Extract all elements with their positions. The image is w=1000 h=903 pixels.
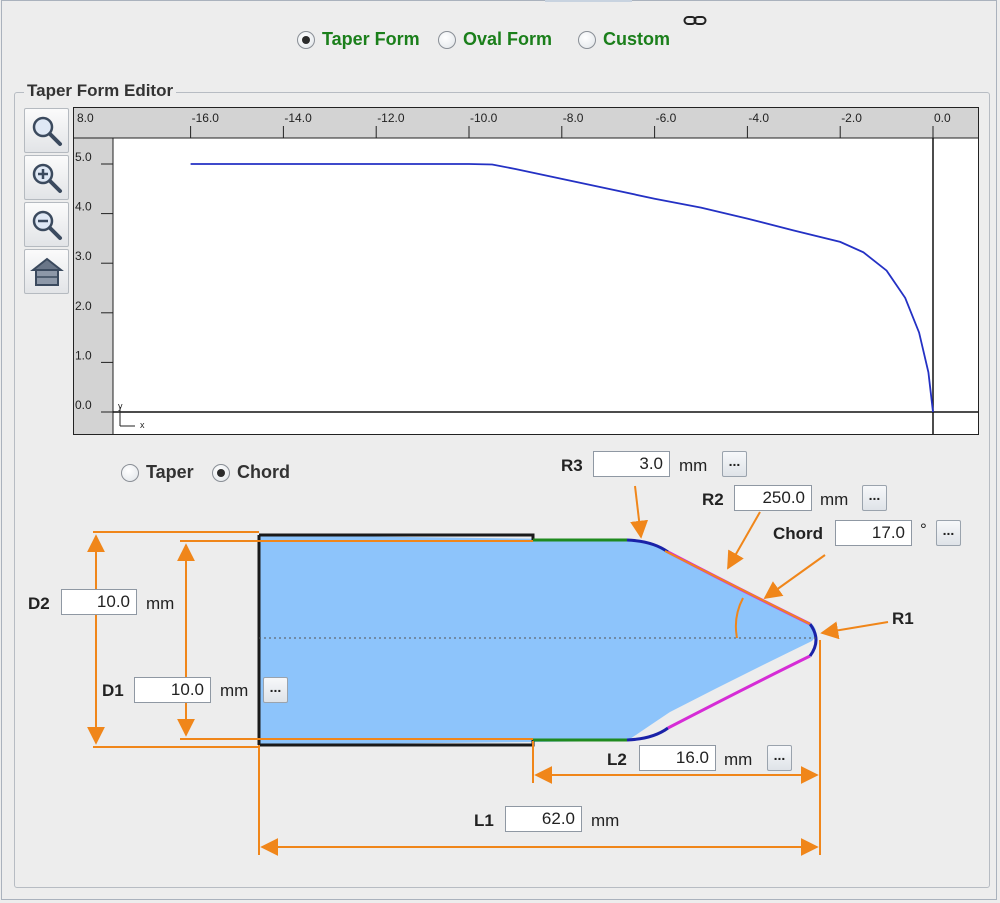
x-tick-label: 8.0 bbox=[77, 111, 94, 125]
radio-taper-label[interactable]: Taper bbox=[146, 462, 194, 482]
radio-chord[interactable]: Chord bbox=[212, 462, 290, 483]
l2-label: L2 bbox=[607, 750, 627, 769]
axis-marker-y-label: y bbox=[118, 401, 123, 411]
r2-more-button[interactable]: ... bbox=[862, 485, 887, 511]
plot-x-ticks: 8.0 -16.0 -14.0 -12.0 -10.0 -8.0 -6.0 -4.0 -2.0 0… bbox=[77, 111, 951, 138]
taper-form-editor-group bbox=[14, 92, 990, 888]
radio-chord-indicator[interactable] bbox=[212, 463, 230, 482]
r2-input[interactable]: 250.0 bbox=[734, 485, 812, 511]
l2-unit: mm bbox=[724, 750, 753, 769]
l1-label: L1 bbox=[474, 811, 494, 830]
chord-label: Chord bbox=[773, 524, 824, 543]
radio-taper[interactable]: Taper bbox=[121, 462, 194, 483]
x-tick-label: -10.0 bbox=[470, 111, 498, 125]
y-tick-label: 3.0 bbox=[75, 249, 92, 263]
zoom-icon bbox=[32, 116, 62, 146]
d1-label: D1 bbox=[102, 681, 124, 700]
r1-label: R1 bbox=[892, 609, 914, 628]
radio-oval-form-indicator[interactable] bbox=[438, 30, 456, 49]
axis-marker-x-label: x bbox=[140, 420, 145, 430]
r3-unit: mm bbox=[679, 456, 708, 475]
taper-curve bbox=[190, 163, 934, 413]
r3-more-button[interactable]: ... bbox=[722, 451, 747, 477]
radio-custom-indicator[interactable] bbox=[578, 30, 596, 49]
zoom-in-icon bbox=[32, 163, 62, 193]
l1-unit: mm bbox=[591, 811, 620, 830]
radio-chord-label[interactable]: Chord bbox=[237, 462, 290, 482]
l2-input[interactable]: 16.0 bbox=[639, 745, 716, 771]
d1-input[interactable]: 10.0 bbox=[134, 677, 211, 703]
x-tick-label: -2.0 bbox=[841, 111, 862, 125]
d2-unit: mm bbox=[146, 594, 175, 613]
chord-input[interactable]: 17.0 bbox=[835, 520, 912, 546]
x-tick-label: -8.0 bbox=[563, 111, 584, 125]
zoom-in-button[interactable] bbox=[24, 155, 69, 200]
r3-label: R3 bbox=[561, 456, 583, 475]
radio-taper-form-indicator[interactable] bbox=[297, 30, 315, 49]
radio-oval-form[interactable]: Oval Form bbox=[438, 29, 552, 50]
radio-custom[interactable]: Custom bbox=[578, 29, 670, 50]
y-tick-label: 4.0 bbox=[75, 200, 92, 214]
radio-oval-form-label[interactable]: Oval Form bbox=[463, 29, 553, 49]
x-tick-label: -12.0 bbox=[377, 111, 405, 125]
d2-input[interactable]: 10.0 bbox=[61, 589, 137, 615]
r2-label: R2 bbox=[702, 490, 724, 509]
chord-more-button[interactable]: ... bbox=[936, 520, 961, 546]
chord-unit: ° bbox=[920, 520, 927, 539]
d2-label: D2 bbox=[28, 594, 50, 613]
chain-link-icon[interactable] bbox=[683, 14, 707, 28]
plot-left-ruler bbox=[74, 108, 113, 434]
radio-taper-form[interactable]: Taper Form bbox=[297, 29, 420, 50]
x-tick-label: -16.0 bbox=[192, 111, 220, 125]
taper-form-editor-title: Taper Form Editor bbox=[24, 81, 177, 101]
r2-unit: mm bbox=[820, 490, 849, 509]
d1-unit: mm bbox=[220, 681, 249, 700]
plot-corner bbox=[74, 412, 113, 434]
r3-input[interactable]: 3.0 bbox=[593, 451, 670, 477]
y-tick-label: 0.0 bbox=[75, 398, 92, 412]
radio-taper-form-label[interactable]: Taper Form bbox=[322, 29, 420, 49]
radio-taper-indicator[interactable] bbox=[121, 463, 139, 482]
radio-custom-label[interactable]: Custom bbox=[603, 29, 670, 49]
l1-input[interactable]: 62.0 bbox=[505, 806, 582, 832]
y-tick-label: 1.0 bbox=[75, 348, 92, 362]
window-top-accent bbox=[545, 0, 632, 2]
zoom-out-icon bbox=[32, 210, 62, 240]
taper-profile-plot[interactable]: 8.0 -16.0 -14.0 -12.0 -10.0 -8.0 -6.0 -4.0 -2.0 0… bbox=[73, 107, 979, 435]
x-tick-label: -14.0 bbox=[284, 111, 312, 125]
x-tick-label: 0.0 bbox=[934, 111, 951, 125]
plot-y-ticks: 5.0 4.0 3.0 2.0 1.0 0.0 bbox=[75, 150, 113, 413]
plot-top-ruler bbox=[74, 108, 978, 138]
plot-frame bbox=[73, 107, 979, 435]
d1-more-button[interactable]: ... bbox=[263, 677, 288, 703]
x-tick-label: -6.0 bbox=[656, 111, 677, 125]
home-button[interactable] bbox=[24, 249, 69, 294]
zoom-out-button[interactable] bbox=[24, 202, 69, 247]
l2-more-button[interactable]: ... bbox=[767, 745, 792, 771]
zoom-button[interactable] bbox=[24, 108, 69, 153]
x-tick-label: -4.0 bbox=[748, 111, 769, 125]
y-tick-label: 2.0 bbox=[75, 299, 92, 313]
home-icon bbox=[29, 257, 64, 286]
y-tick-label: 5.0 bbox=[75, 150, 92, 164]
